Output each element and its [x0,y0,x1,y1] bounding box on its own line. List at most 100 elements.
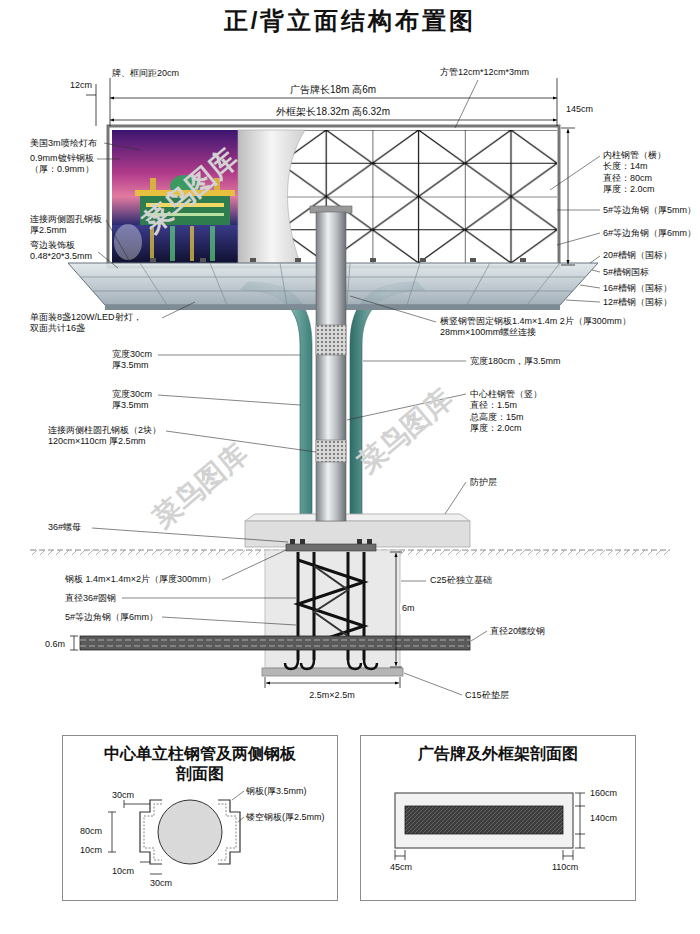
label-anchor: 16#槽钢（国标） [603,283,672,294]
label-anchor: 直径36#圆钢 [65,593,116,604]
label-anchor: 110cm [552,862,578,873]
board-section [575,806,585,807]
board-section [395,793,573,848]
walkway-platform [200,258,206,262]
label-anchor: 10cm [80,845,102,856]
leader-line [92,80,600,822]
callout-label: 6m [400,603,417,614]
board-section [395,856,405,857]
dimension-line [265,677,266,688]
label-anchor: 2.5m×2.5m [309,690,354,701]
dimension-line [390,667,402,668]
label-anchor: 160cm [590,788,617,799]
walkway-platform [407,263,420,305]
callout-label: 横竖钢管固定钢板1.4m×1.4m 2片（厚300mm） 28mm×100mm螺… [440,316,634,339]
leader-line [455,80,478,128]
foundation [290,539,295,544]
leader-line [471,631,487,641]
label-anchor: 菜鸟图库 [134,173,246,208]
foundation [290,539,372,544]
callout-label: 钢板(厚3.5mm) [246,786,307,797]
label-anchor: C25砼独立基础 [430,575,492,586]
label-anchor: 0.6m [45,639,65,650]
board-section [395,793,585,860]
leader-line [566,300,600,302]
billboard-face [170,226,175,261]
label-anchor: 方管12cm*12cm*3mm [440,67,529,78]
column-section [150,874,162,875]
foundation [262,668,403,676]
leader-line [106,220,130,262]
dimension-line [561,128,575,129]
leader-line [238,817,244,822]
leader-line [162,302,195,318]
dimension-line [400,677,401,688]
label-anchor: 5#等边角钢（厚5mm） [603,205,696,216]
column-section [144,804,162,860]
column-section [140,862,150,863]
billboard-face [210,226,215,261]
callout-label: 140cm [590,813,617,824]
callout-label: 12#槽钢（国标） [603,297,672,308]
callout-label: 30cm [112,790,134,801]
label-anchor: 宽度30cm 厚3.5mm [112,389,156,412]
callout-label: 内柱钢管（横） 长度：14m 直径：80cm 厚度：2.0cm [603,150,669,195]
walkway-platform [527,263,560,305]
walkway-platform [520,258,526,262]
leader-line [363,361,466,362]
label-anchor: 5#槽钢国标 [603,267,649,278]
label-anchor: 中心柱钢管（竖） 直径：1.5m 总高度：15m 厚度：2.0cm [470,389,545,434]
label-anchor: 20#槽钢（国标） [603,250,672,261]
dimension-line [96,84,97,126]
callout-label: 广告牌长18m 高6m [290,84,376,97]
protective-base [245,514,470,547]
callout-label: 30cm [150,878,172,889]
rebar-cage [285,660,377,669]
callout-label: 中心柱钢管（竖） 直径：1.5m 总高度：15m 厚度：2.0cm [470,389,545,434]
callout-label: 10cm [80,845,102,856]
walkway-platform [210,263,227,305]
callout-label: 宽度30cm 厚3.5mm [112,389,156,412]
label-anchor: 弯边装饰板 0.48*20*3.5mm [30,240,96,263]
label-anchor: C15砼垫层 [465,690,509,701]
label-anchor: 30cm [150,878,172,889]
dimension-line [266,683,399,684]
label-anchor: 6m [400,603,417,614]
callout-label: 宽度30cm 厚3.5mm [112,349,156,372]
column-section [140,800,162,864]
board-section [563,856,573,857]
label-anchor: 80cm [80,826,102,837]
callout-label: 防护层 [470,477,497,488]
label-anchor: 钢板(厚3.5mm) [246,786,307,797]
dimension-line [110,120,557,121]
section-heading: 广告牌及外框架剖面图 [361,744,635,764]
foundation [286,544,376,551]
label-anchor: 美国3m喷绘灯布 [30,138,97,149]
walkway-platform [150,258,156,262]
label-anchor: 连接两侧柱圆孔钢板（2块） 120cm×110cm 厚2.5mm [48,425,165,448]
callout-label: 110cm [552,862,578,873]
center-column [316,325,346,355]
walkway-platform [295,258,301,262]
callout-label: 5#等边角钢（厚5mm） [603,205,696,216]
dimension-line [74,636,75,650]
billboard-face [114,224,142,260]
label-anchor: 宽度180cm，厚3.5mm [470,356,561,367]
leader-line [592,270,600,272]
walkway-platform [280,263,287,305]
label-anchor: 12#槽钢（国标） [603,297,672,308]
walkway-platform [250,258,256,262]
walkway-platform [420,258,426,262]
label-anchor: 直径20螺纹钢 [490,626,545,637]
callout-label: 160cm [590,788,617,799]
label-anchor: 30cm [112,790,134,801]
callout-label: 牌、框间距20cm [112,68,179,79]
board-section [405,806,563,834]
label-anchor: 6#等边角钢（厚6mm） [603,228,696,239]
callout-label: 80cm [80,826,102,837]
leader-line [122,598,296,599]
leader-line [350,296,436,322]
callout-label: 6#等边角钢（厚6mm） [603,228,696,239]
leader-line [158,395,300,405]
callout-label: 镂空钢板(厚2.5mm) [246,812,325,823]
